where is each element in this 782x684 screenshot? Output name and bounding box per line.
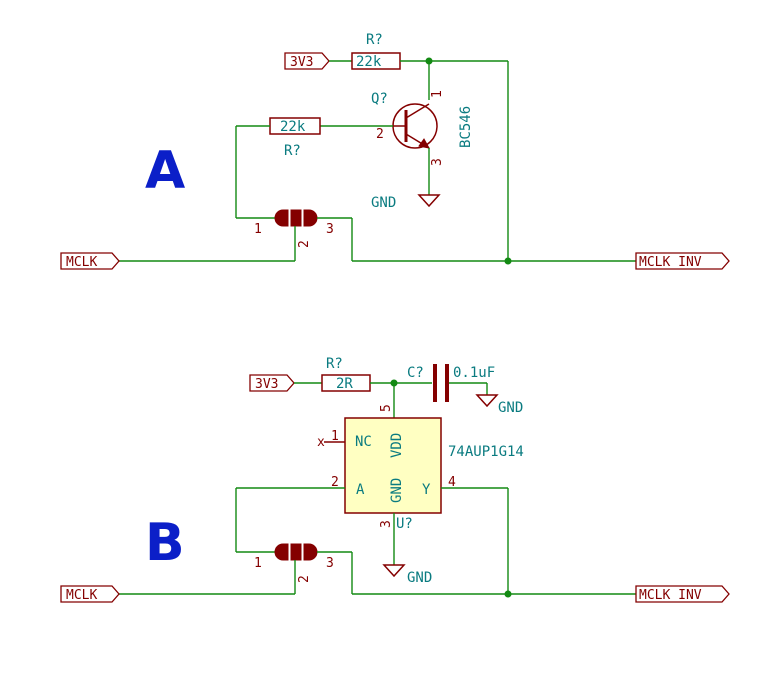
transistor-pin-2: 2 — [376, 127, 384, 142]
port-mclk-a[interactable]: MCLK — [60, 252, 120, 270]
ic-pin-nc-name: NC — [355, 434, 372, 450]
nc-marker: x — [317, 435, 325, 450]
resistor-base-a-value: 22k — [280, 119, 306, 135]
junction-dot — [504, 257, 512, 265]
ic-pin-5-number: 5 — [379, 404, 394, 412]
svg-text:MCLK: MCLK — [66, 255, 97, 270]
port-mclk-inv-b[interactable]: MCLK_INV — [635, 585, 730, 603]
ic-pin-3-number: 3 — [379, 520, 394, 528]
solder-jumper-a[interactable] — [274, 209, 318, 227]
ic-pin-a-name: A — [356, 482, 365, 498]
solder-jumper-b[interactable] — [274, 543, 318, 561]
resistor-top-a-ref: R? — [366, 32, 383, 48]
svg-text:MCLK: MCLK — [66, 588, 97, 603]
jumper-b-pin-1: 1 — [254, 556, 262, 571]
capacitor-ref: C? — [407, 365, 424, 381]
ic-pin-4-number: 4 — [448, 475, 456, 490]
resistor-b-ref: R? — [326, 356, 343, 372]
ic-pin-1-number: 1 — [331, 429, 339, 444]
junction-dot — [504, 590, 512, 598]
jumper-a-pin-3: 3 — [326, 222, 334, 237]
jumper-b-pin-3: 3 — [326, 556, 334, 571]
svg-text:MCLK_INV: MCLK_INV — [639, 255, 702, 270]
ic-ref: U? — [396, 516, 413, 532]
capacitor-value: 0.1uF — [453, 365, 495, 381]
resistor-top-a-value: 22k — [356, 54, 382, 70]
resistor-top-a[interactable]: 22k — [351, 52, 401, 70]
port-mclk-inv-a[interactable]: MCLK_INV — [635, 252, 730, 270]
section-b-letter: B — [145, 513, 185, 573]
ic-gnd-label: GND — [407, 570, 432, 586]
transistor-value: BC546 — [458, 106, 474, 148]
gnd-symbol-ic — [382, 564, 406, 578]
ic-74aup1g14[interactable] — [344, 417, 442, 514]
gnd-label-a: GND — [371, 195, 396, 211]
capacitor-b[interactable] — [433, 364, 449, 402]
resistor-base-a[interactable]: 22k — [269, 117, 321, 135]
power-port-3v3-b[interactable]: 3V3 — [249, 374, 295, 392]
ic-value: 74AUP1G14 — [448, 444, 524, 460]
power-port-3v3-a[interactable]: 3V3 — [284, 52, 330, 70]
resistor-base-a-ref: R? — [284, 143, 301, 159]
section-a-letter: A — [145, 141, 185, 201]
svg-text:3V3: 3V3 — [290, 55, 313, 70]
gnd-symbol-cap — [475, 394, 499, 408]
jumper-a-pin-2: 2 — [297, 240, 312, 248]
transistor-pin-1: 1 — [430, 90, 445, 98]
ic-pin-vdd-name: VDD — [389, 433, 405, 458]
cap-gnd-label: GND — [498, 400, 523, 416]
svg-text:3V3: 3V3 — [255, 377, 278, 392]
transistor-ref: Q? — [371, 91, 388, 107]
jumper-a-pin-1: 1 — [254, 222, 262, 237]
transistor-pin-3: 3 — [430, 158, 445, 166]
gnd-symbol-a — [417, 194, 441, 208]
jumper-b-pin-2: 2 — [297, 575, 312, 583]
ic-pin-gnd-name: GND — [389, 478, 405, 503]
ic-pin-y-name: Y — [422, 482, 431, 498]
port-mclk-b[interactable]: MCLK — [60, 585, 120, 603]
transistor-q-a[interactable] — [392, 103, 438, 149]
resistor-b-value: 2R — [336, 376, 353, 392]
svg-text:MCLK_INV: MCLK_INV — [639, 588, 702, 603]
ic-pin-2-number: 2 — [331, 475, 339, 490]
resistor-b[interactable]: 2R — [321, 374, 371, 392]
